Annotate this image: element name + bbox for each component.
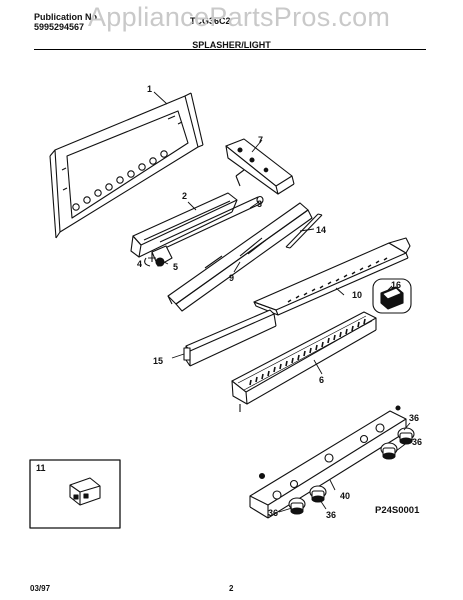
part-6-vent-grille bbox=[231, 311, 377, 412]
callout-36-a: 36 bbox=[409, 413, 419, 423]
callout-36-c: 36 bbox=[268, 508, 278, 518]
callout-2: 2 bbox=[182, 191, 187, 201]
part-11-inset bbox=[29, 459, 121, 529]
callout-15: 15 bbox=[153, 356, 163, 366]
part-2-light-channel bbox=[130, 192, 238, 258]
footer-date: 03/97 bbox=[30, 584, 51, 593]
part-9-glass-panel bbox=[167, 202, 313, 312]
part-7-bracket bbox=[225, 138, 295, 195]
header-rule bbox=[34, 49, 426, 50]
publication-label: Publication No. bbox=[34, 12, 100, 22]
part-16-switch bbox=[372, 278, 412, 314]
leader-lines bbox=[148, 91, 413, 513]
callout-11: 11 bbox=[36, 463, 46, 473]
drawing-reference: P24S0001 bbox=[375, 505, 420, 516]
callout-9: 9 bbox=[229, 273, 234, 283]
section-title: SPLASHER/LIGHT bbox=[192, 40, 271, 50]
callout-14: 14 bbox=[316, 225, 326, 235]
part-15-front-rail bbox=[183, 309, 277, 367]
part-3-light-tube bbox=[159, 195, 264, 250]
callout-36-d: 36 bbox=[326, 510, 336, 520]
part-10-louver-panel bbox=[253, 237, 411, 316]
callout-4: 4 bbox=[137, 259, 142, 269]
part-40-control-panel bbox=[249, 405, 407, 519]
callout-40: 40 bbox=[340, 491, 350, 501]
callout-1: 1 bbox=[147, 84, 152, 94]
callout-16: 16 bbox=[391, 280, 401, 290]
part-4-5-lamp-holder bbox=[144, 245, 173, 267]
part-1-back-frame bbox=[49, 92, 204, 239]
model-number: TCG36C2 bbox=[190, 16, 231, 26]
footer-page-number: 2 bbox=[229, 584, 234, 593]
callout-36-b: 36 bbox=[412, 437, 422, 447]
callout-7: 7 bbox=[258, 135, 263, 145]
callout-10: 10 bbox=[352, 290, 362, 300]
callout-6: 6 bbox=[319, 375, 324, 385]
publication-number: 5995294567 bbox=[34, 22, 85, 32]
part-36-knobs bbox=[288, 427, 415, 515]
callout-3: 3 bbox=[257, 199, 262, 209]
callout-5: 5 bbox=[173, 262, 178, 272]
watermark: AppliancePartsPros.com bbox=[88, 2, 391, 32]
